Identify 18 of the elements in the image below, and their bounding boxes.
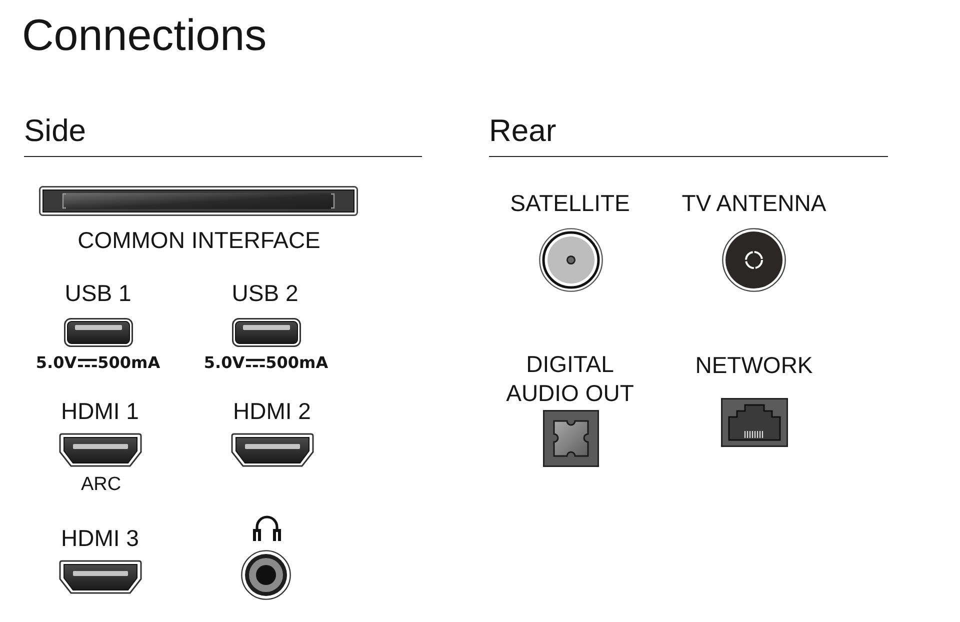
port-label: HDMI 3 — [61, 527, 139, 550]
section-heading: Side — [24, 115, 86, 146]
port-label: USB 2 — [232, 282, 298, 305]
rating-text: 500mA — [98, 355, 160, 371]
rating-text: 5.0V — [204, 355, 245, 371]
rating-text: 5.0V — [36, 355, 77, 371]
port-label: HDMI 1 — [61, 400, 139, 423]
port-label: TV ANTENNA — [682, 192, 826, 215]
port-label: HDMI 2 — [233, 400, 311, 423]
rating-text: 500mA — [266, 355, 328, 371]
page-title: Connections — [22, 14, 267, 58]
port-label: COMMON INTERFACE — [78, 229, 320, 252]
port-label: NETWORK — [695, 354, 813, 377]
port-note: ARC — [80, 475, 122, 494]
port-label: DIGITAL AUDIO OUT — [505, 350, 635, 408]
port-label: SATELLITE — [510, 192, 630, 215]
section-heading: Rear — [489, 115, 556, 146]
port-label: USB 1 — [64, 282, 132, 305]
